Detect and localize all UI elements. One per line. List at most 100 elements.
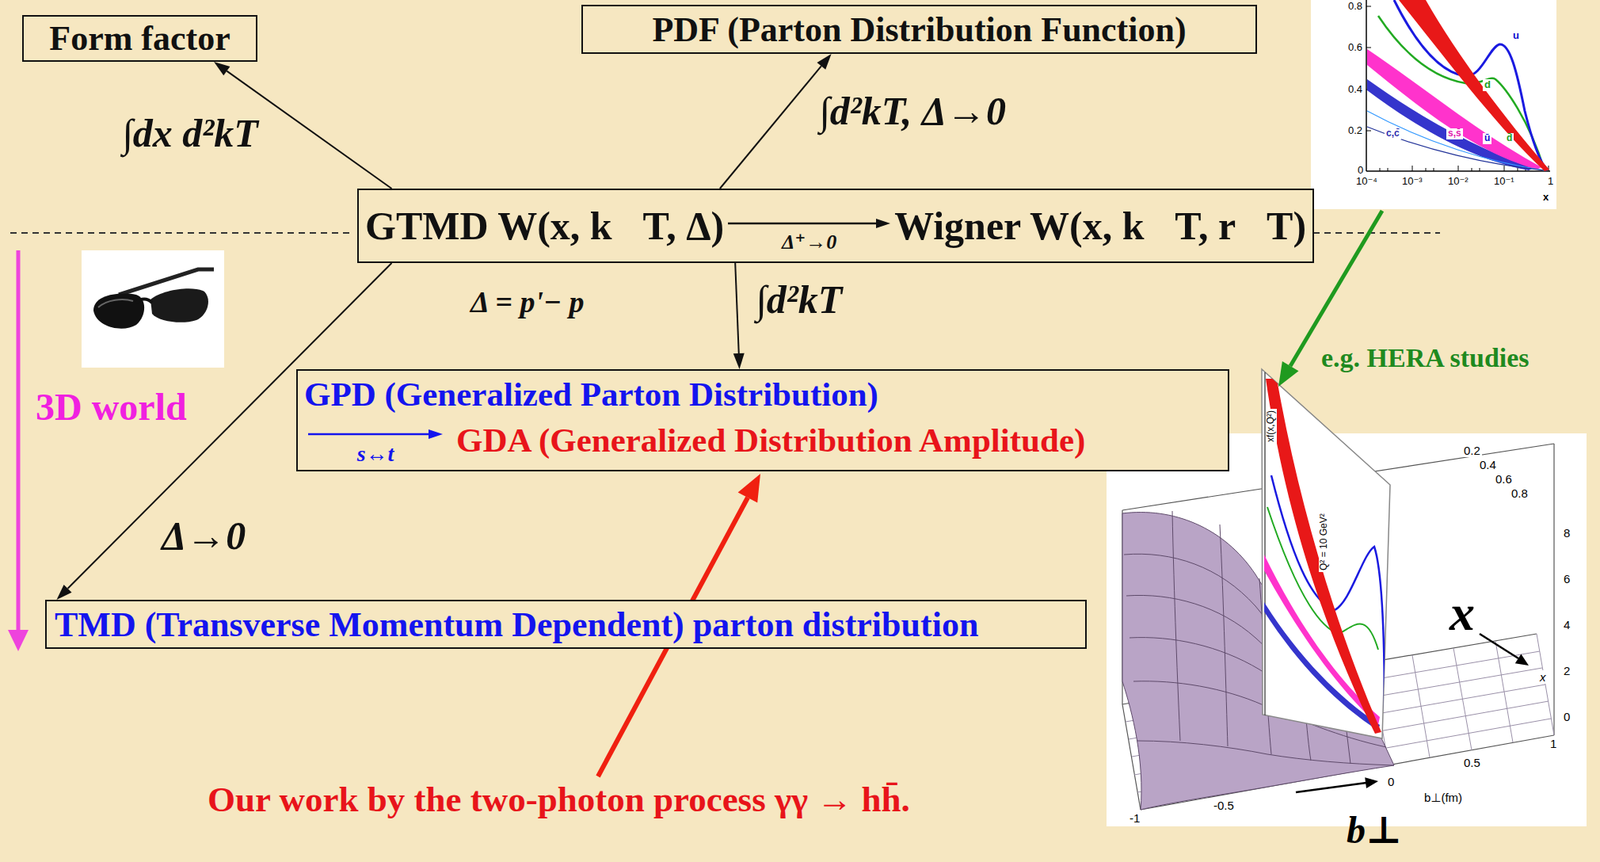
connector-head: [733, 353, 745, 370]
glasses-icon: [81, 250, 225, 368]
annotation: 3D world: [35, 384, 187, 429]
annotation: Δ = p'− p: [468, 285, 586, 320]
pdf-plot-part-part: [1504, 165, 1505, 172]
axis-label: 0.2: [1462, 443, 1482, 458]
limit-arrow-line-head: [876, 218, 891, 229]
axis-label: 4: [1561, 617, 1572, 632]
connector: [733, 262, 745, 370]
pdf-inset-part-part: [1265, 378, 1382, 734]
gda-text: GDA (Generalized Distribution Amplitude): [456, 419, 1086, 461]
pdf-plot-part-part: [1433, 167, 1435, 172]
axis-label: Q² = 10 GeV²: [1318, 511, 1330, 572]
gda-row: s↔t GDA (Generalized Distribution Amplitu…: [304, 415, 1086, 467]
pdf-plot-part-part: [1379, 167, 1381, 172]
glasses-icon-part: [98, 299, 134, 308]
edge-label: ∫d²kT, Δ→0: [815, 88, 1010, 135]
axis-label: 0.4: [1478, 457, 1498, 472]
connector-head: [816, 53, 831, 70]
axis-label: 0.8: [1346, 0, 1364, 13]
pdf-plot-part-part: [1425, 167, 1427, 172]
axis-label: x: [1541, 191, 1551, 204]
axis-arrows-part: [1295, 782, 1367, 793]
pdf-plot-part: [1365, 0, 1368, 172]
connector-line: [720, 65, 822, 189]
glasses-icon-part: [150, 288, 209, 323]
tmd-box: TMD (Transverse Momentum Dependent) part…: [45, 599, 1087, 649]
axis-label: 0.5: [1462, 755, 1482, 770]
crossing-arrow-line: [308, 426, 443, 442]
limit-arrow-line: [727, 215, 891, 232]
axis-label: 0: [1386, 774, 1396, 789]
axis-label: d: [1482, 79, 1493, 92]
axis-label: d̄: [1504, 133, 1514, 145]
axis-arrows-part: [1479, 633, 1519, 659]
gpd-text: GPD (Generalized Parton Distribution): [304, 373, 879, 416]
axis-label: 10⁻³: [1400, 175, 1425, 188]
red-leader-arrow-part: [738, 473, 761, 503]
pdf-plot-part-part: [1366, 47, 1372, 49]
axis-label: 0: [1356, 164, 1365, 177]
magenta-arrow-part: [16, 250, 21, 633]
box-text: TMD (Transverse Momentum Dependent) part…: [54, 604, 979, 645]
axis-label: xf(x,Q²): [1265, 408, 1277, 444]
edge-label: ∫dx d²kT: [118, 110, 262, 157]
connector-head: [213, 61, 230, 76]
axis-label: 10⁻²: [1446, 175, 1471, 188]
axis-arrows: [1295, 633, 1529, 793]
limit-label: Δ⁺→0: [781, 231, 837, 255]
axis-label: b⊥(fm): [1422, 790, 1464, 804]
pdf-plot-part-part: [1517, 167, 1519, 172]
axis-label: x: [1538, 670, 1548, 684]
pdf-inset-part: [1261, 369, 1391, 739]
crossing-arrow: s↔t: [304, 426, 447, 467]
impact-parameter-plot-part-part: [1137, 740, 1395, 766]
axis-arrows-part: [1515, 653, 1529, 666]
impact-parameter-plot-part-part: [1219, 524, 1228, 747]
wigner-text: Wigner W(x, k⃗T, r⃗T): [894, 202, 1307, 249]
pdf-plot-part-part: [1412, 165, 1414, 172]
pdf-box: PDF (Parton Distribution Function): [581, 4, 1258, 54]
axis-label: 8: [1561, 525, 1572, 540]
green-leader-arrow-part: [1278, 361, 1300, 387]
pdf-inset: [1261, 369, 1391, 739]
axis-label: 10⁻⁴: [1354, 175, 1380, 188]
axis-label: 0.2: [1346, 125, 1364, 138]
annotation: x: [1449, 587, 1475, 639]
impact-parameter-plot-part-part: [1172, 510, 1181, 741]
impact-parameter-plot-part-part: [1553, 443, 1555, 736]
box-text: PDF (Parton Distribution Function): [651, 9, 1186, 50]
box-text: Form factor: [49, 18, 230, 59]
axis-label: s,s̄: [1446, 128, 1463, 140]
axis-label: 0.6: [1346, 41, 1364, 54]
gtmd-box: GTMD W(x, k⃗T, Δ) Δ⁺→0 Wigner W(x, k⃗T, r⃗…: [357, 188, 1315, 263]
crossing-arrow-line-shaft: [308, 433, 429, 436]
gtmd-text: GTMD W(x, k⃗T, Δ): [365, 202, 724, 249]
form-factor-box: Form factor: [22, 15, 258, 62]
magenta-arrow: [7, 250, 29, 652]
axis-label: 10⁻¹: [1492, 175, 1517, 188]
axis-label: c,c̄: [1384, 128, 1402, 140]
pdf-plot-part-part: [1471, 167, 1473, 172]
pdf-plot-part-part: [1479, 167, 1481, 172]
annotation: e.g. HERA studies: [1321, 342, 1530, 374]
limit-arrow-line-shaft: [727, 221, 877, 225]
pdf-plot: [1310, 0, 1557, 210]
axis-label: -1: [1127, 811, 1142, 825]
connector: [720, 53, 832, 189]
gpd-box: GPD (Generalized Parton Distribution)s↔t…: [296, 369, 1230, 472]
axis-label: 0.6: [1493, 472, 1514, 486]
axis-label: 6: [1561, 571, 1572, 586]
pdf-plot-part-part: [1366, 130, 1372, 132]
magenta-arrow-part: [7, 629, 29, 652]
axis-label: -0.5: [1211, 798, 1236, 812]
axis-label: u: [1511, 30, 1521, 42]
axis-label: 0.8: [1509, 486, 1530, 500]
axis-label: ū: [1482, 133, 1492, 145]
axis-label: 1: [1548, 736, 1559, 751]
crossing-arrow-line-head: [428, 429, 443, 439]
connector-line: [735, 262, 740, 354]
pdf-plot-part: [1398, 0, 1550, 172]
crossing-label: s↔t: [357, 441, 395, 467]
axis-label: 0.4: [1346, 83, 1364, 96]
